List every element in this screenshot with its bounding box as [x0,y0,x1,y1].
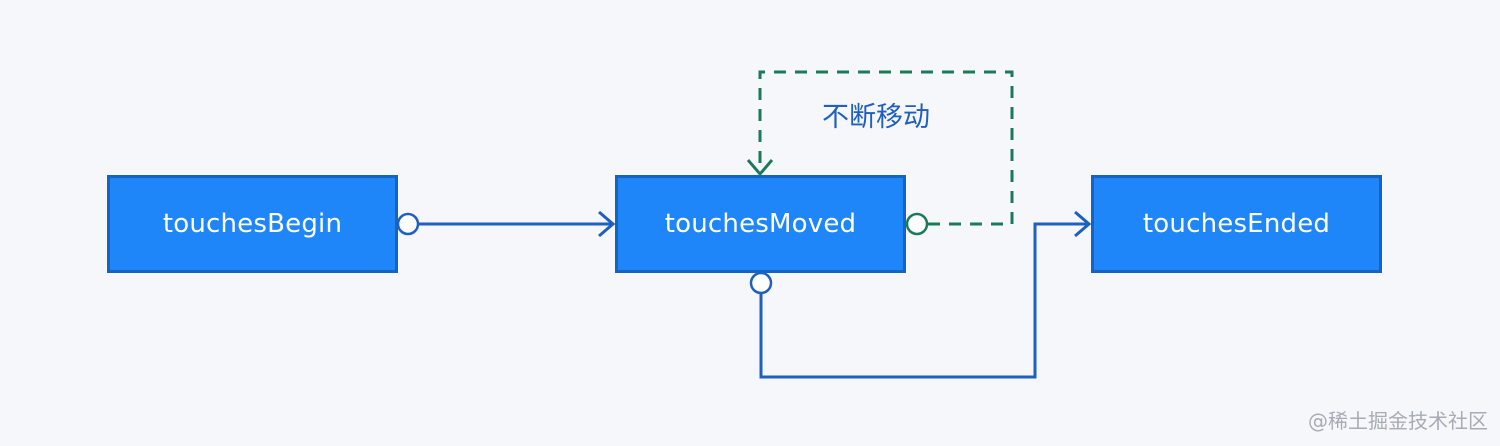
node-touches-ended[interactable]: touchesEnded [1091,175,1382,273]
edge-moved-loop [746,70,1014,226]
connector-moved-bottom-out[interactable] [749,271,773,295]
node-touches-ended-label: touchesEnded [1142,209,1331,239]
node-touches-begin-label: touchesBegin [162,209,343,239]
node-touches-moved-label: touchesMoved [664,209,857,239]
node-touches-moved[interactable]: touchesMoved [615,175,906,273]
connector-begin-out[interactable] [396,212,420,236]
watermark: @稀土掘金技术社区 [1308,409,1488,433]
edge-begin-to-moved [418,210,616,238]
loop-edge-label: 不断移动 [822,102,930,133]
edge-moved-to-ended [759,210,1092,379]
node-touches-begin[interactable]: touchesBegin [107,175,398,273]
connector-moved-loop-out[interactable] [905,212,929,236]
